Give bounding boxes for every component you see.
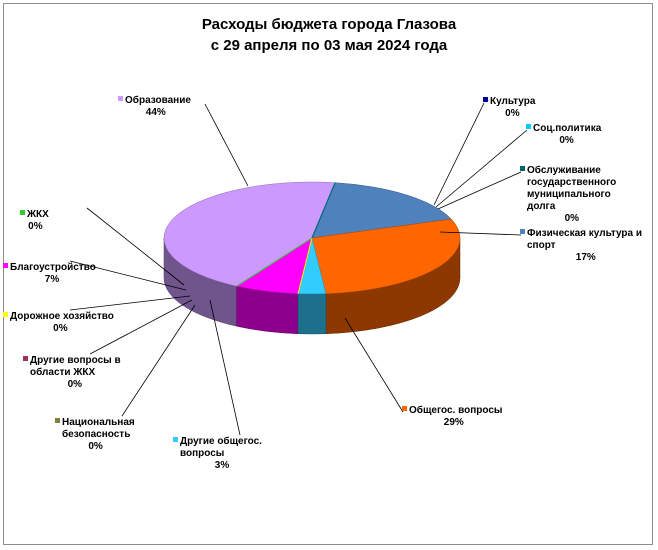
data-label-name-8: Другие вопросы в <box>30 355 121 366</box>
data-label-name-0: Образование <box>125 94 191 106</box>
leader-line-2 <box>435 129 528 208</box>
pie-side-6 <box>297 293 327 335</box>
data-label-name-7: Национальная <box>62 417 135 428</box>
data-label-value-7: 0% <box>88 441 103 452</box>
data-label-value-10: 7% <box>45 274 60 285</box>
data-label-name-11: ЖКХ <box>26 209 49 220</box>
legend-swatch-4 <box>520 229 525 234</box>
data-label-name-4: Физическая культура и <box>527 228 642 239</box>
data-label-name-6: Другие общегос. <box>180 435 262 447</box>
data-label-value-5: 29% <box>444 417 464 428</box>
leader-line-4 <box>439 231 522 236</box>
legend-swatch-5 <box>402 406 407 411</box>
pie-slice-4 <box>311 182 452 239</box>
leader-line-9 <box>69 295 191 311</box>
legend-swatch-8 <box>23 356 28 361</box>
data-label-name-9: Дорожное хозяйство <box>10 311 114 322</box>
data-label-name-1: Культура <box>490 96 536 107</box>
legend-swatch-9 <box>3 312 8 317</box>
data-label-value-11: 0% <box>28 221 43 232</box>
data-label-value-8: 0% <box>68 379 83 390</box>
data-label-value-3: 0% <box>565 213 580 224</box>
legend-swatch-3 <box>520 166 525 171</box>
pie-slice-5 <box>311 218 461 295</box>
data-label-name-3: муниципального <box>527 189 611 200</box>
pie-slice-9 <box>297 237 313 294</box>
data-label-name-5: Общегос. вопросы <box>409 404 502 416</box>
data-label-value-6: 3% <box>215 460 230 471</box>
pie-slice-0 <box>163 181 336 287</box>
pie-slice-3 <box>311 182 336 239</box>
legend-swatch-1 <box>483 97 488 102</box>
pie-slice-11 <box>236 237 313 287</box>
legend-swatch-6 <box>173 437 178 442</box>
leader-line-5 <box>344 317 404 413</box>
data-label-name-4: спорт <box>527 240 556 251</box>
leader-line-11 <box>86 207 185 286</box>
leader-line-1 <box>433 102 485 206</box>
legend-swatch-2 <box>526 124 531 129</box>
data-label-value-4: 17% <box>576 252 596 263</box>
data-label-value-2: 0% <box>559 135 574 146</box>
chart-subtitle: с 29 апреля по 03 мая 2024 года <box>210 37 448 54</box>
legend-swatch-7 <box>55 418 60 423</box>
data-label-value-1: 0% <box>505 108 520 119</box>
leader-line-0 <box>204 103 249 187</box>
leader-line-3 <box>437 171 522 210</box>
chart-title: Расходы бюджета города Глазова <box>201 16 457 33</box>
data-label-name-8: области ЖКХ <box>30 366 95 378</box>
data-label-name-6: вопросы <box>180 448 224 459</box>
leader-line-7 <box>121 304 196 417</box>
data-label-name-10: Благоустройство <box>10 262 96 273</box>
legend-swatch-11 <box>20 210 25 215</box>
data-label-name-2: Соц.политика <box>533 123 602 134</box>
leader-line-6 <box>209 299 241 436</box>
legend-swatch-0 <box>118 96 123 101</box>
data-label-name-3: государственного <box>527 177 616 188</box>
data-label-value-9: 0% <box>53 323 68 334</box>
data-label-name-3: долга <box>527 201 556 212</box>
data-label-name-7: безопасность <box>62 428 130 440</box>
leader-line-8 <box>89 299 193 355</box>
chart-title-block: Расходы бюджета города Глазова с 29 апре… <box>0 14 658 56</box>
data-label-value-0: 44% <box>146 107 166 118</box>
leader-line-10 <box>69 260 187 291</box>
data-label-name-3: Обслуживание <box>527 164 601 176</box>
legend-swatch-10 <box>3 263 8 268</box>
